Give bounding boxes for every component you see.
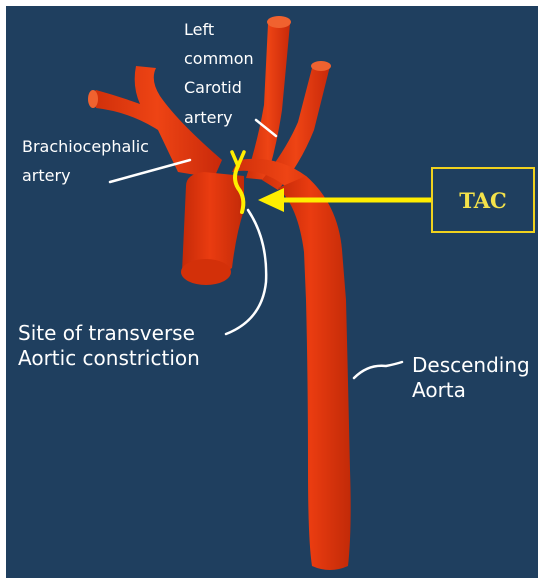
brachiocephalic-label-line: Brachiocephalic <box>22 137 149 156</box>
carotid-label-line: artery <box>184 108 233 127</box>
descending-aorta-label-line: Aorta <box>412 378 466 402</box>
descending-aorta-label-line: Descending <box>412 353 530 377</box>
left-common-carotid-opening <box>267 16 291 28</box>
site-tac-label-line: Site of transverse <box>18 321 195 345</box>
site-tac-label-line: Aortic constriction <box>18 346 200 370</box>
carotid-label-line: common <box>184 49 254 68</box>
carotid-label-line: Left <box>184 20 214 39</box>
carotid-label-line: Carotid <box>184 78 242 97</box>
left-subclavian-opening <box>311 61 331 71</box>
site-tac-label: Site of transverse Aortic constriction <box>18 321 201 370</box>
brachiocephalic-label-line: artery <box>22 166 71 185</box>
ascending-aorta-base <box>181 259 231 285</box>
tac-label-box: TAC <box>432 168 534 232</box>
tac-label: TAC <box>459 188 507 213</box>
brachiocephalic-opening-right <box>88 90 98 108</box>
